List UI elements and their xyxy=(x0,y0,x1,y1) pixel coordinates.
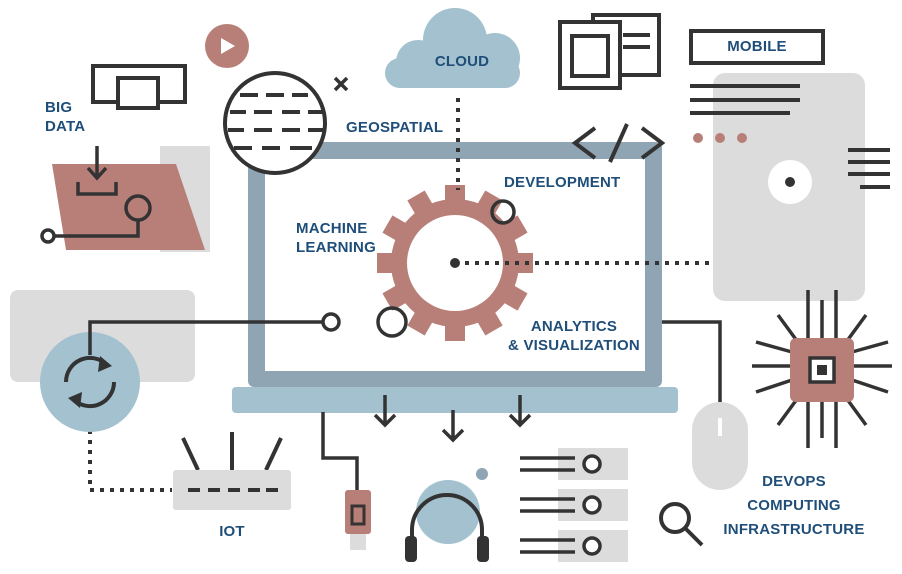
cloud-icon xyxy=(385,8,520,88)
big-data-label-line: BIG xyxy=(45,99,73,116)
play-icon xyxy=(205,24,249,68)
windows-stack-icon xyxy=(558,13,661,90)
mouse-icon xyxy=(662,320,748,490)
sync-icon xyxy=(10,290,341,432)
machine-learning-label-line: MACHINE xyxy=(296,220,368,237)
mobile-label: MOBILE xyxy=(727,38,787,55)
big-data-label: BIG DATA xyxy=(45,98,85,136)
analytics-label-line: & VISUALIZATION xyxy=(508,337,640,354)
download-arrows-icon xyxy=(373,395,532,443)
headphones-icon xyxy=(405,468,489,562)
router-icon xyxy=(173,432,291,510)
analytics-label: ANALYTICS & VISUALIZATION xyxy=(486,317,662,355)
cloud-label: CLOUD xyxy=(434,53,490,70)
server-rack-icon xyxy=(520,448,628,562)
devops-label: DEVOPS COMPUTING INFRASTRUCTURE xyxy=(718,472,870,539)
analytics-label-line: ANALYTICS xyxy=(530,318,618,335)
devops-label-line: DEVOPS xyxy=(762,473,826,490)
geospatial-label: GEOSPATIAL xyxy=(346,119,444,136)
magnifier-icon xyxy=(659,502,704,547)
machine-learning-label: MACHINE LEARNING xyxy=(296,219,376,257)
mobile-device-icon xyxy=(689,29,890,301)
big-data-label-line: DATA xyxy=(45,118,86,135)
usb-plug-icon xyxy=(321,412,371,550)
node-circle xyxy=(376,306,408,338)
node-circle xyxy=(490,199,516,225)
code-brackets-icon xyxy=(571,123,666,163)
cpu-chip-icon xyxy=(752,290,892,448)
iot-label: IOT xyxy=(219,523,245,540)
folder-icon xyxy=(40,64,210,252)
devops-label-line: COMPUTING xyxy=(747,497,841,514)
globe-icon xyxy=(223,71,349,175)
development-label: DEVELOPMENT xyxy=(504,174,621,191)
gear-center-dot xyxy=(450,258,460,268)
machine-learning-label-line: LEARNING xyxy=(296,239,376,256)
devops-label-line: INFRASTRUCTURE xyxy=(723,521,865,538)
